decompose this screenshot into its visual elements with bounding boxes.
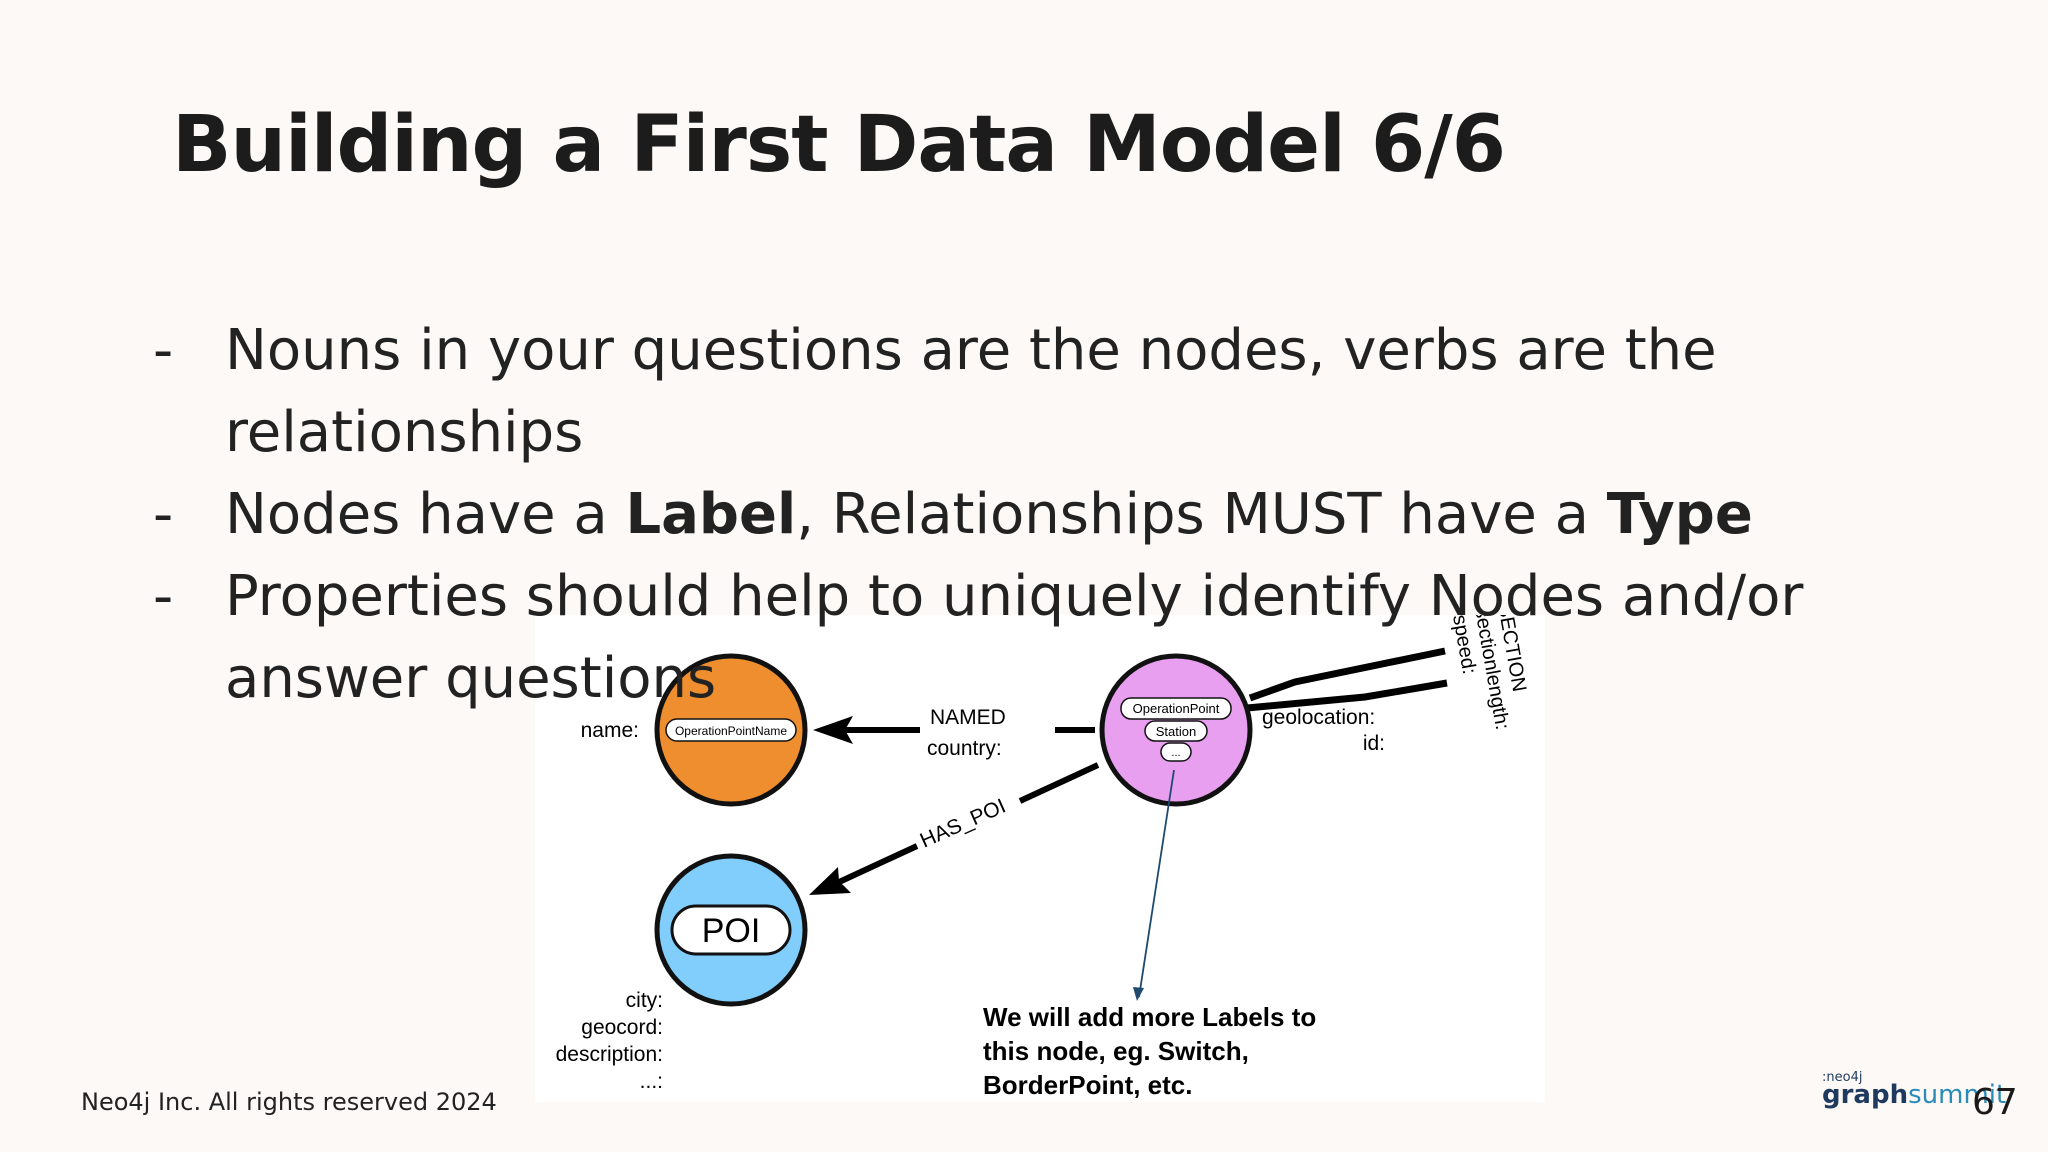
station-label: Station <box>1156 724 1196 739</box>
node-operation-point-name: OperationPointName name: <box>581 653 808 807</box>
poi-label: POI <box>702 912 761 950</box>
annotation-text: We will add more Labels to this node, eg… <box>983 1002 1316 1100</box>
data-model-diagram: SECTION sectionlength: speed: NAMED coun… <box>535 615 1545 1102</box>
named-prop-country: country: <box>927 737 1002 760</box>
annotation-line-1: We will add more Labels to <box>983 1002 1316 1032</box>
operation-point-name-prop-name: name: <box>581 719 639 742</box>
bullet-text-labels-pre: Nodes have a <box>225 482 626 547</box>
section-relationship <box>1246 647 1448 712</box>
logo-graphsummit-text: graphsummit <box>1822 1080 2006 1110</box>
logo-summit-text: summit <box>1908 1080 2007 1110</box>
bullet-marker: - <box>153 564 174 629</box>
section-labels: SECTION sectionlength: speed: <box>1448 615 1530 731</box>
bullet-text-nouns-line-1: Nouns in your questions are the nodes, v… <box>225 318 1717 383</box>
annotation-line-2: this node, eg. Switch, <box>983 1036 1249 1066</box>
more-labels-label: ... <box>1171 747 1180 759</box>
poi-prop-more: ...: <box>640 1070 663 1093</box>
annotation-line-3: BorderPoint, etc. <box>983 1070 1192 1100</box>
footer-copyright: Neo4j Inc. All rights reserved 2024 <box>81 1088 497 1116</box>
slide-title: Building a First Data Model 6/6 <box>172 100 1506 190</box>
bullet-text-labels: Nodes have a Label, Relationships MUST h… <box>225 474 1753 556</box>
operation-point-prop-id: id: <box>1363 732 1385 755</box>
bullet-text-label-bold: Label <box>625 482 797 547</box>
logo-graph-text: graph <box>1822 1080 1909 1110</box>
poi-prop-description: description: <box>556 1043 663 1066</box>
bullet-marker: - <box>153 318 174 383</box>
poi-prop-city: city: <box>626 989 663 1012</box>
has-poi-type-label: HAS_POI <box>917 795 1010 853</box>
diagram-svg: SECTION sectionlength: speed: NAMED coun… <box>556 615 1531 1100</box>
bullet-text-nouns-line-2: relationships <box>225 400 584 465</box>
bullet-text-type-bold: Type <box>1606 482 1753 547</box>
operation-point-label: OperationPoint <box>1133 701 1220 716</box>
bullet-text-labels-mid: , Relationships MUST have a <box>796 482 1607 547</box>
operation-point-prop-geolocation: geolocation: <box>1262 706 1375 729</box>
named-type-label: NAMED <box>930 706 1006 729</box>
has-poi-relationship: HAS_POI <box>809 762 1100 895</box>
operation-point-name-label: OperationPointName <box>675 724 787 738</box>
annotation-pointer <box>1133 769 1175 1001</box>
logo-neo4j-text: :neo4j <box>1822 1070 1863 1085</box>
node-operation-point: OperationPoint Station ... geolocation: … <box>1099 653 1385 807</box>
bullet-text-properties-line-2: answer questions <box>225 646 717 711</box>
graphsummit-logo: :neo4j graphsummit <box>1822 1070 2006 1120</box>
bullet-text-properties-line-1: Properties should help to uniquely ident… <box>225 564 1804 629</box>
bullet-marker: - <box>153 482 174 547</box>
node-poi: POI city: geocord: description: ...: <box>556 853 808 1093</box>
named-relationship: NAMED country: <box>813 706 1095 760</box>
poi-prop-geocord: geocord: <box>581 1016 663 1039</box>
page-number: 67 <box>1972 1082 2018 1123</box>
